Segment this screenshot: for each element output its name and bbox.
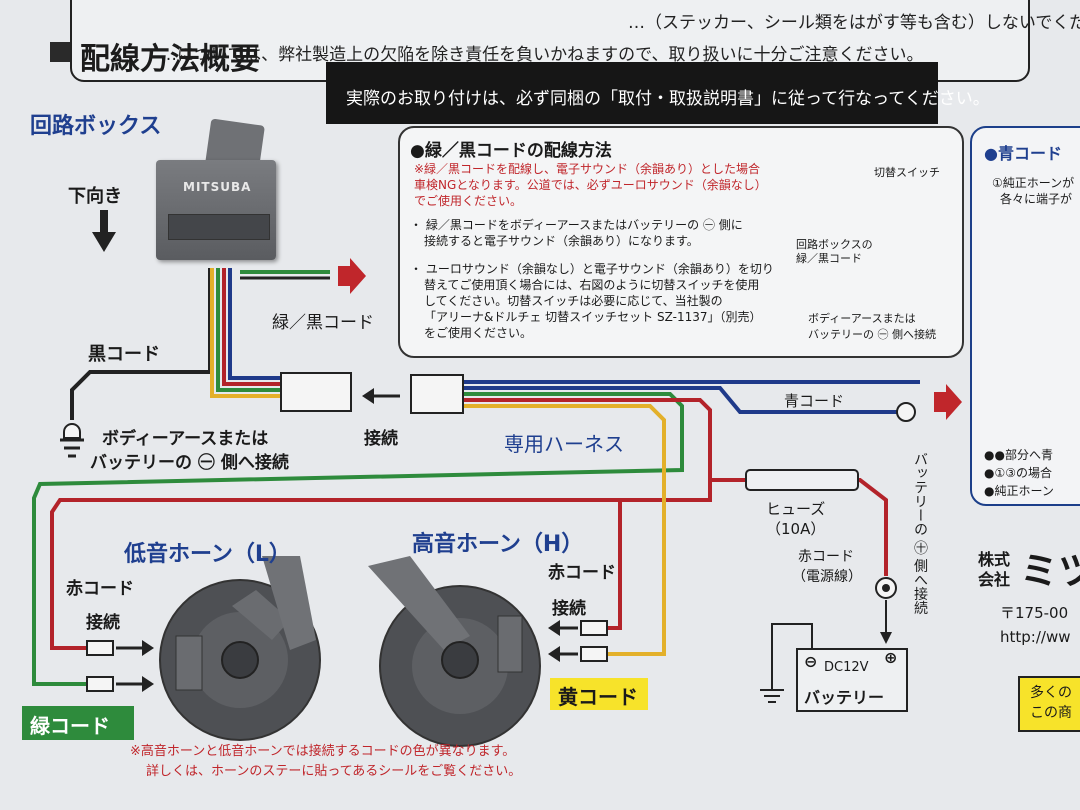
method-bullet2-line2: 替えてご使用頂く場合には、右図のように切替スイッチを使用 (424, 278, 760, 292)
section-marker-icon (50, 42, 70, 62)
battery-voltage: DC12V (824, 660, 869, 675)
low-horn-red-cord-label: 赤コード (66, 579, 134, 599)
battery-plus-icon: ⊕ (884, 648, 898, 667)
top-notice-line1: …（ステッカー、シール類をはがす等も含む）しないでください。 (628, 13, 1080, 33)
method-warning-line2: 車検NGとなります。公道では、必ずユーロサウンド（余韻なし） (414, 178, 767, 192)
low-horn-label: 低音ホーン（L） (124, 542, 291, 567)
battery (796, 648, 908, 712)
high-horn-label: 高音ホーン（H） (412, 532, 584, 557)
battery-label: バッテリー (804, 688, 885, 707)
high-horn-terminal-yellow (580, 646, 608, 662)
harness-connector-male (410, 374, 464, 414)
method-bullet1-line2: 接続すると電子サウンド（余韻あり）になります。 (424, 234, 699, 248)
top-notice-line2: …については、弊社製造上の欠陥を除き責任を負いかねますので、取り扱いに十分ご注意… (160, 45, 924, 65)
promo-line2: この商 (1030, 705, 1072, 721)
company-zip: 〒175-00 (1000, 604, 1069, 622)
method-warning-line1: ※緑／黒コードを配線し、電子サウンド（余韻あり）とした場合 (414, 162, 761, 176)
instruction-banner-text: 実際のお取り付けは、必ず同梱の「取付・取扱説明書」に従って行なってください。 (346, 89, 990, 109)
high-horn-red-cord-label: 赤コード (548, 563, 616, 583)
company-url: http://ww (1000, 628, 1071, 646)
blue-section-title: ●青コード (984, 144, 1062, 163)
power-line-label: （電源線） (792, 569, 862, 585)
low-horn-terminal-green (86, 676, 114, 692)
method-bullet2-line3: してください。切替スイッチは必要に応じて、当社製の (424, 294, 723, 308)
box-cord-label-line2: 緑／黒コード (796, 252, 862, 265)
green-black-method-box (398, 126, 964, 358)
green-cord-tag-text: 緑コード (30, 714, 110, 738)
method-warning-line3: でご使用ください。 (414, 194, 523, 208)
promo-line1: 多くの (1030, 685, 1072, 701)
method-title: ●緑／黒コードの配線方法 (410, 141, 612, 161)
low-horn-connect-label: 接続 (86, 613, 120, 633)
green-black-cord-label: 緑／黒コード (272, 313, 374, 333)
downward-label: 下向き (68, 186, 122, 207)
blue-cord-section-box (970, 126, 1080, 506)
company-kabushiki: 株式 (978, 550, 1011, 569)
footnote-line1: ※高音ホーンと低音ホーンでは接続するコードの色が異なります。 (130, 744, 516, 759)
circuit-box-brand: MITSUBA (183, 180, 252, 194)
yellow-cord-tag-text: 黄コード (558, 685, 638, 709)
high-horn-connect-label: 接続 (552, 599, 586, 619)
battery-plus-label: バッテリーの ㊉ 側へ接続 (912, 452, 928, 615)
method-bullet2-line5: をご使用ください。 (424, 326, 533, 340)
blue-section-foot3: ●純正ホーン (984, 484, 1054, 498)
blue-cord-label: 青コード (784, 392, 845, 410)
company-name: ミツ (1020, 549, 1080, 593)
method-bullet2-line1: ・ ユーロサウンド（余韻なし）と電子サウンド（余韻あり）を切り (410, 262, 774, 276)
switch-ground-line2: バッテリーの ㊀ 側へ接続 (808, 328, 936, 341)
black-cord-label: 黒コード (88, 344, 160, 365)
promo-box (1018, 676, 1080, 732)
harness-connector-female (280, 372, 352, 412)
instruction-banner (326, 62, 938, 124)
footnote-line2: 詳しくは、ホーンのステーに貼ってあるシールをご覧ください。 (146, 764, 522, 779)
blue-section-line1: ①純正ホーンが (992, 176, 1075, 190)
blue-section-foot1: ●●部分へ青 (984, 448, 1053, 462)
harness-label: 専用ハーネス (504, 432, 624, 456)
low-horn-terminal-red (86, 640, 114, 656)
method-bullet1-line1: ・ 緑／黒コードをボディーアースまたはバッテリーの ㊀ 側に (410, 218, 743, 232)
high-horn-terminal-red (580, 620, 608, 636)
green-cord-tag (22, 706, 134, 740)
ground-label-line2: バッテリーの ㊀ 側へ接続 (90, 453, 289, 473)
power-red-cord-label: 赤コード (798, 549, 854, 565)
yellow-cord-tag (550, 678, 648, 710)
connect-label: 接続 (364, 429, 398, 449)
circuit-box-slot (168, 214, 270, 240)
fuse-rating: （10A） (766, 520, 826, 538)
box-cord-label-line1: 回路ボックスの (796, 238, 873, 251)
switch-label: 切替スイッチ (874, 166, 940, 179)
battery-minus-icon: ⊖ (804, 652, 818, 671)
circuit-box-label: 回路ボックス (30, 114, 162, 139)
section-title: 配線方法概要 (80, 42, 260, 77)
method-bullet2-line4: 「アリーナ&ドルチェ 切替スイッチセット SZ-1137」（別売） (424, 310, 762, 324)
circuit-box (156, 160, 276, 260)
blue-section-foot2: ●①③の場合 (984, 466, 1052, 480)
company-kaisha: 会社 (978, 570, 1011, 589)
ground-label-line1: ボディーアースまたは (102, 429, 269, 449)
blue-section-line2: 各々に端子が (1000, 192, 1073, 206)
fuse-label: ヒューズ (766, 500, 826, 518)
switch-ground-line1: ボディーアースまたは (808, 312, 916, 325)
